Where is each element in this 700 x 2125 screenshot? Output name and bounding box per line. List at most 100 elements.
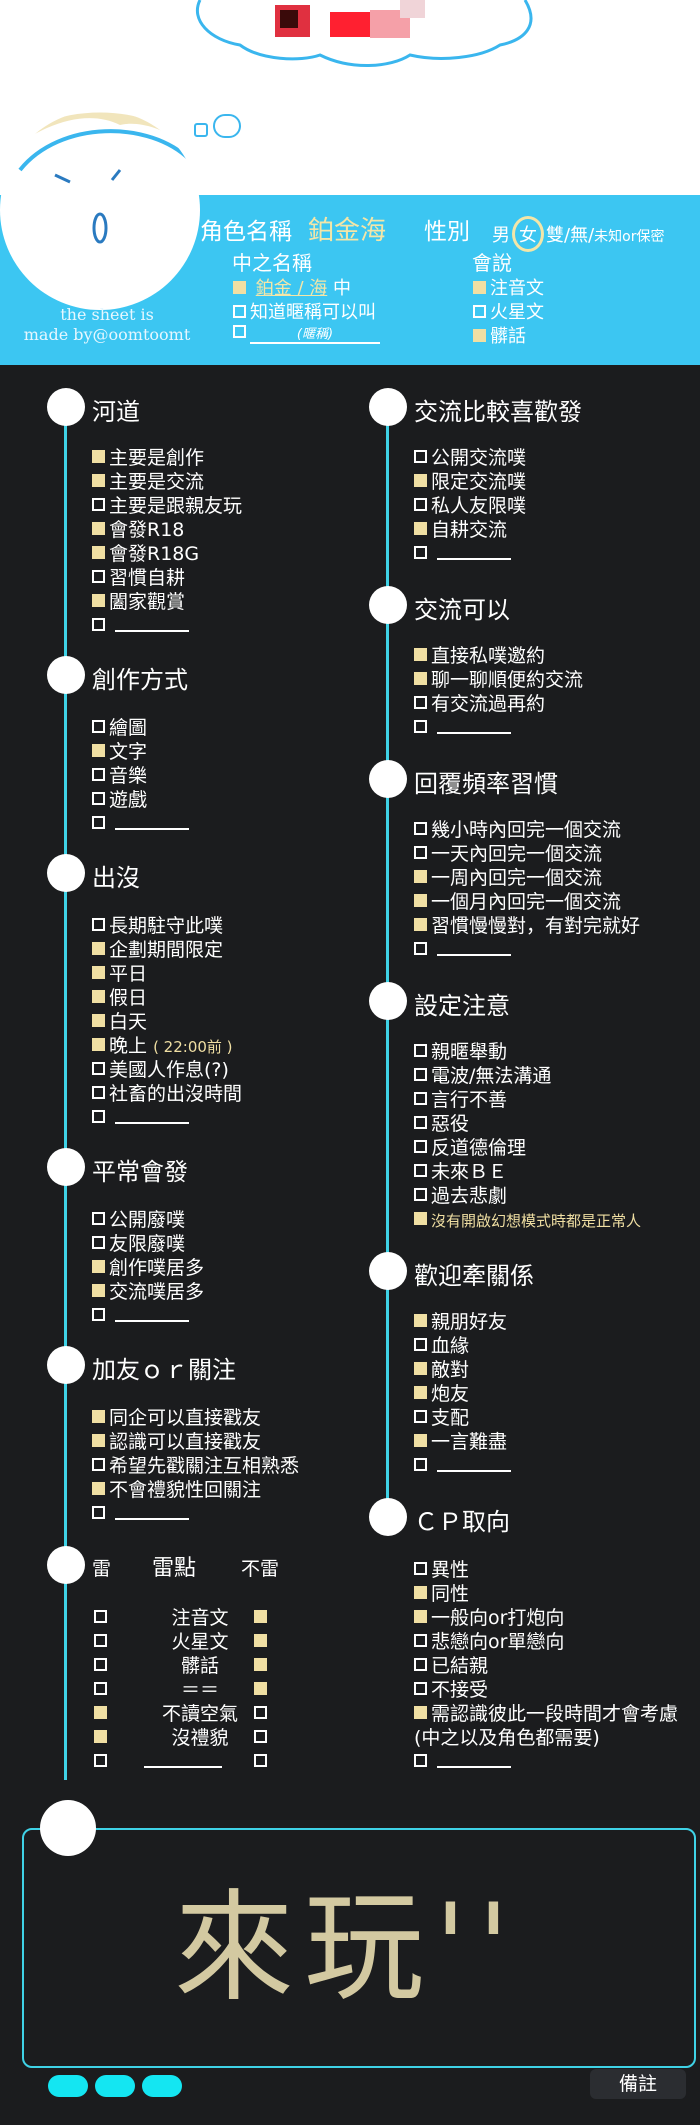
checkbox[interactable] xyxy=(92,1308,105,1321)
list-item[interactable]: 晚上 ( 22:00前 ) xyxy=(92,1034,233,1059)
list-item[interactable]: 一天內回完一個交流 xyxy=(414,842,602,866)
list-item[interactable]: 企劃期間限定 xyxy=(92,938,223,962)
pager-dot[interactable] xyxy=(95,2075,135,2097)
list-item[interactable]: 公開廢噗 xyxy=(92,1208,185,1232)
list-item[interactable]: 白天 xyxy=(92,1010,147,1034)
checkbox[interactable] xyxy=(414,822,427,835)
list-item[interactable]: 自耕交流 xyxy=(414,518,507,542)
lang-opt-swear[interactable]: 髒話 xyxy=(473,322,526,348)
checkbox[interactable] xyxy=(92,1260,105,1273)
cn-name-opt1[interactable]: 鉑金 / 海 中 xyxy=(233,274,351,300)
list-item-blank[interactable] xyxy=(414,1750,512,1774)
list-item[interactable]: 沒有開啟幻想模式時都是正常人 xyxy=(414,1208,641,1233)
checkbox[interactable] xyxy=(414,1140,427,1153)
checkbox[interactable] xyxy=(92,792,105,805)
checkbox[interactable] xyxy=(414,1658,427,1671)
list-item[interactable]: 未來ＢＥ xyxy=(414,1160,507,1184)
checkbox[interactable] xyxy=(414,498,427,511)
checkbox[interactable] xyxy=(473,280,486,294)
checkbox[interactable] xyxy=(414,696,427,709)
checkbox[interactable] xyxy=(254,1634,267,1647)
checkbox[interactable] xyxy=(92,522,105,535)
list-item-blank[interactable] xyxy=(414,1454,512,1478)
list-item[interactable]: 電波/無法溝通 xyxy=(414,1064,551,1088)
checkbox[interactable] xyxy=(414,1562,427,1575)
list-item[interactable]: 主要是創作 xyxy=(92,446,204,470)
list-item[interactable]: 血緣 xyxy=(414,1334,469,1358)
list-item[interactable]: 會發R18 xyxy=(92,518,184,542)
checkbox[interactable] xyxy=(414,1116,427,1129)
pager-dot[interactable] xyxy=(142,2075,182,2097)
list-item[interactable]: 闔家觀賞 xyxy=(92,590,185,614)
checkbox[interactable] xyxy=(414,1586,427,1599)
list-item[interactable]: 同性 xyxy=(414,1582,469,1606)
checkbox[interactable] xyxy=(92,1482,105,1495)
checkbox[interactable] xyxy=(414,1212,427,1225)
checkbox[interactable] xyxy=(92,720,105,733)
list-item[interactable]: 音樂 xyxy=(92,764,147,788)
list-item[interactable]: 公開交流噗 xyxy=(414,446,526,470)
checkbox[interactable] xyxy=(414,918,427,931)
checkbox[interactable] xyxy=(94,1730,107,1743)
checkbox[interactable] xyxy=(92,768,105,781)
checkbox[interactable] xyxy=(414,450,427,463)
list-item[interactable]: 文字 xyxy=(92,740,147,764)
list-item[interactable]: 會發R18G xyxy=(92,542,199,566)
checkbox[interactable] xyxy=(92,1284,105,1297)
checkbox[interactable] xyxy=(414,1164,427,1177)
blank-field[interactable] xyxy=(437,944,512,956)
blank-field[interactable] xyxy=(437,1756,512,1768)
checkbox[interactable] xyxy=(233,280,246,294)
checkbox[interactable] xyxy=(414,1458,427,1471)
checkbox[interactable] xyxy=(414,894,427,907)
list-item[interactable]: 需認識彼此一段時間才會考慮 xyxy=(414,1702,678,1726)
checkbox[interactable] xyxy=(233,324,246,338)
checkbox[interactable] xyxy=(414,522,427,535)
list-item-blank[interactable] xyxy=(92,1502,190,1526)
list-item[interactable]: 習慣慢慢對，有對完就好 xyxy=(414,914,640,938)
blank-field[interactable] xyxy=(115,620,190,632)
checkbox[interactable] xyxy=(473,328,486,342)
list-item[interactable]: 炮友 xyxy=(414,1382,469,1406)
checkbox[interactable] xyxy=(94,1682,107,1695)
checkbox[interactable] xyxy=(414,942,427,955)
checkbox[interactable] xyxy=(92,990,105,1003)
checkbox[interactable] xyxy=(254,1658,267,1671)
list-item[interactable]: 一周內回完一個交流 xyxy=(414,866,602,890)
list-item[interactable]: 創作噗居多 xyxy=(92,1256,204,1280)
checkbox[interactable] xyxy=(414,1314,427,1327)
checkbox[interactable] xyxy=(414,1682,427,1695)
list-item[interactable]: 言行不善 xyxy=(414,1088,507,1112)
blank-field[interactable] xyxy=(437,548,512,560)
list-item[interactable]: 一言難盡 xyxy=(414,1430,507,1454)
checkbox[interactable] xyxy=(414,1338,427,1351)
checkbox[interactable] xyxy=(414,1434,427,1447)
checkbox[interactable] xyxy=(92,1086,105,1099)
list-item-blank[interactable] xyxy=(92,614,190,638)
checkbox[interactable] xyxy=(92,474,105,487)
lang-opt-martian[interactable]: 火星文 xyxy=(473,298,544,324)
blank-field[interactable] xyxy=(115,1310,190,1322)
checkbox[interactable] xyxy=(414,648,427,661)
list-item[interactable]: 繪圖 xyxy=(92,716,147,740)
list-item-blank[interactable] xyxy=(414,716,512,740)
blank-field[interactable] xyxy=(437,1460,512,1472)
blank-field[interactable] xyxy=(115,1508,190,1520)
checkbox[interactable] xyxy=(92,816,105,829)
checkbox[interactable] xyxy=(92,744,105,757)
checkbox[interactable] xyxy=(233,304,246,318)
checkbox[interactable] xyxy=(414,1362,427,1375)
checkbox[interactable] xyxy=(254,1730,267,1743)
checkbox[interactable] xyxy=(92,1236,105,1249)
checkbox[interactable] xyxy=(414,1068,427,1081)
checkbox[interactable] xyxy=(92,594,105,607)
list-item[interactable]: 社畜的出沒時間 xyxy=(92,1082,242,1106)
checkbox[interactable] xyxy=(94,1754,107,1767)
checkbox[interactable] xyxy=(92,966,105,979)
gender-unknown[interactable]: 未知or保密 xyxy=(594,229,665,245)
list-item-blank[interactable] xyxy=(414,938,512,962)
list-item[interactable]: 反道德倫理 xyxy=(414,1136,526,1160)
list-item[interactable]: 習慣自耕 xyxy=(92,566,185,590)
checkbox[interactable] xyxy=(254,1754,267,1767)
cn-name-opt2[interactable]: 知道暱稱可以叫 xyxy=(233,298,376,324)
